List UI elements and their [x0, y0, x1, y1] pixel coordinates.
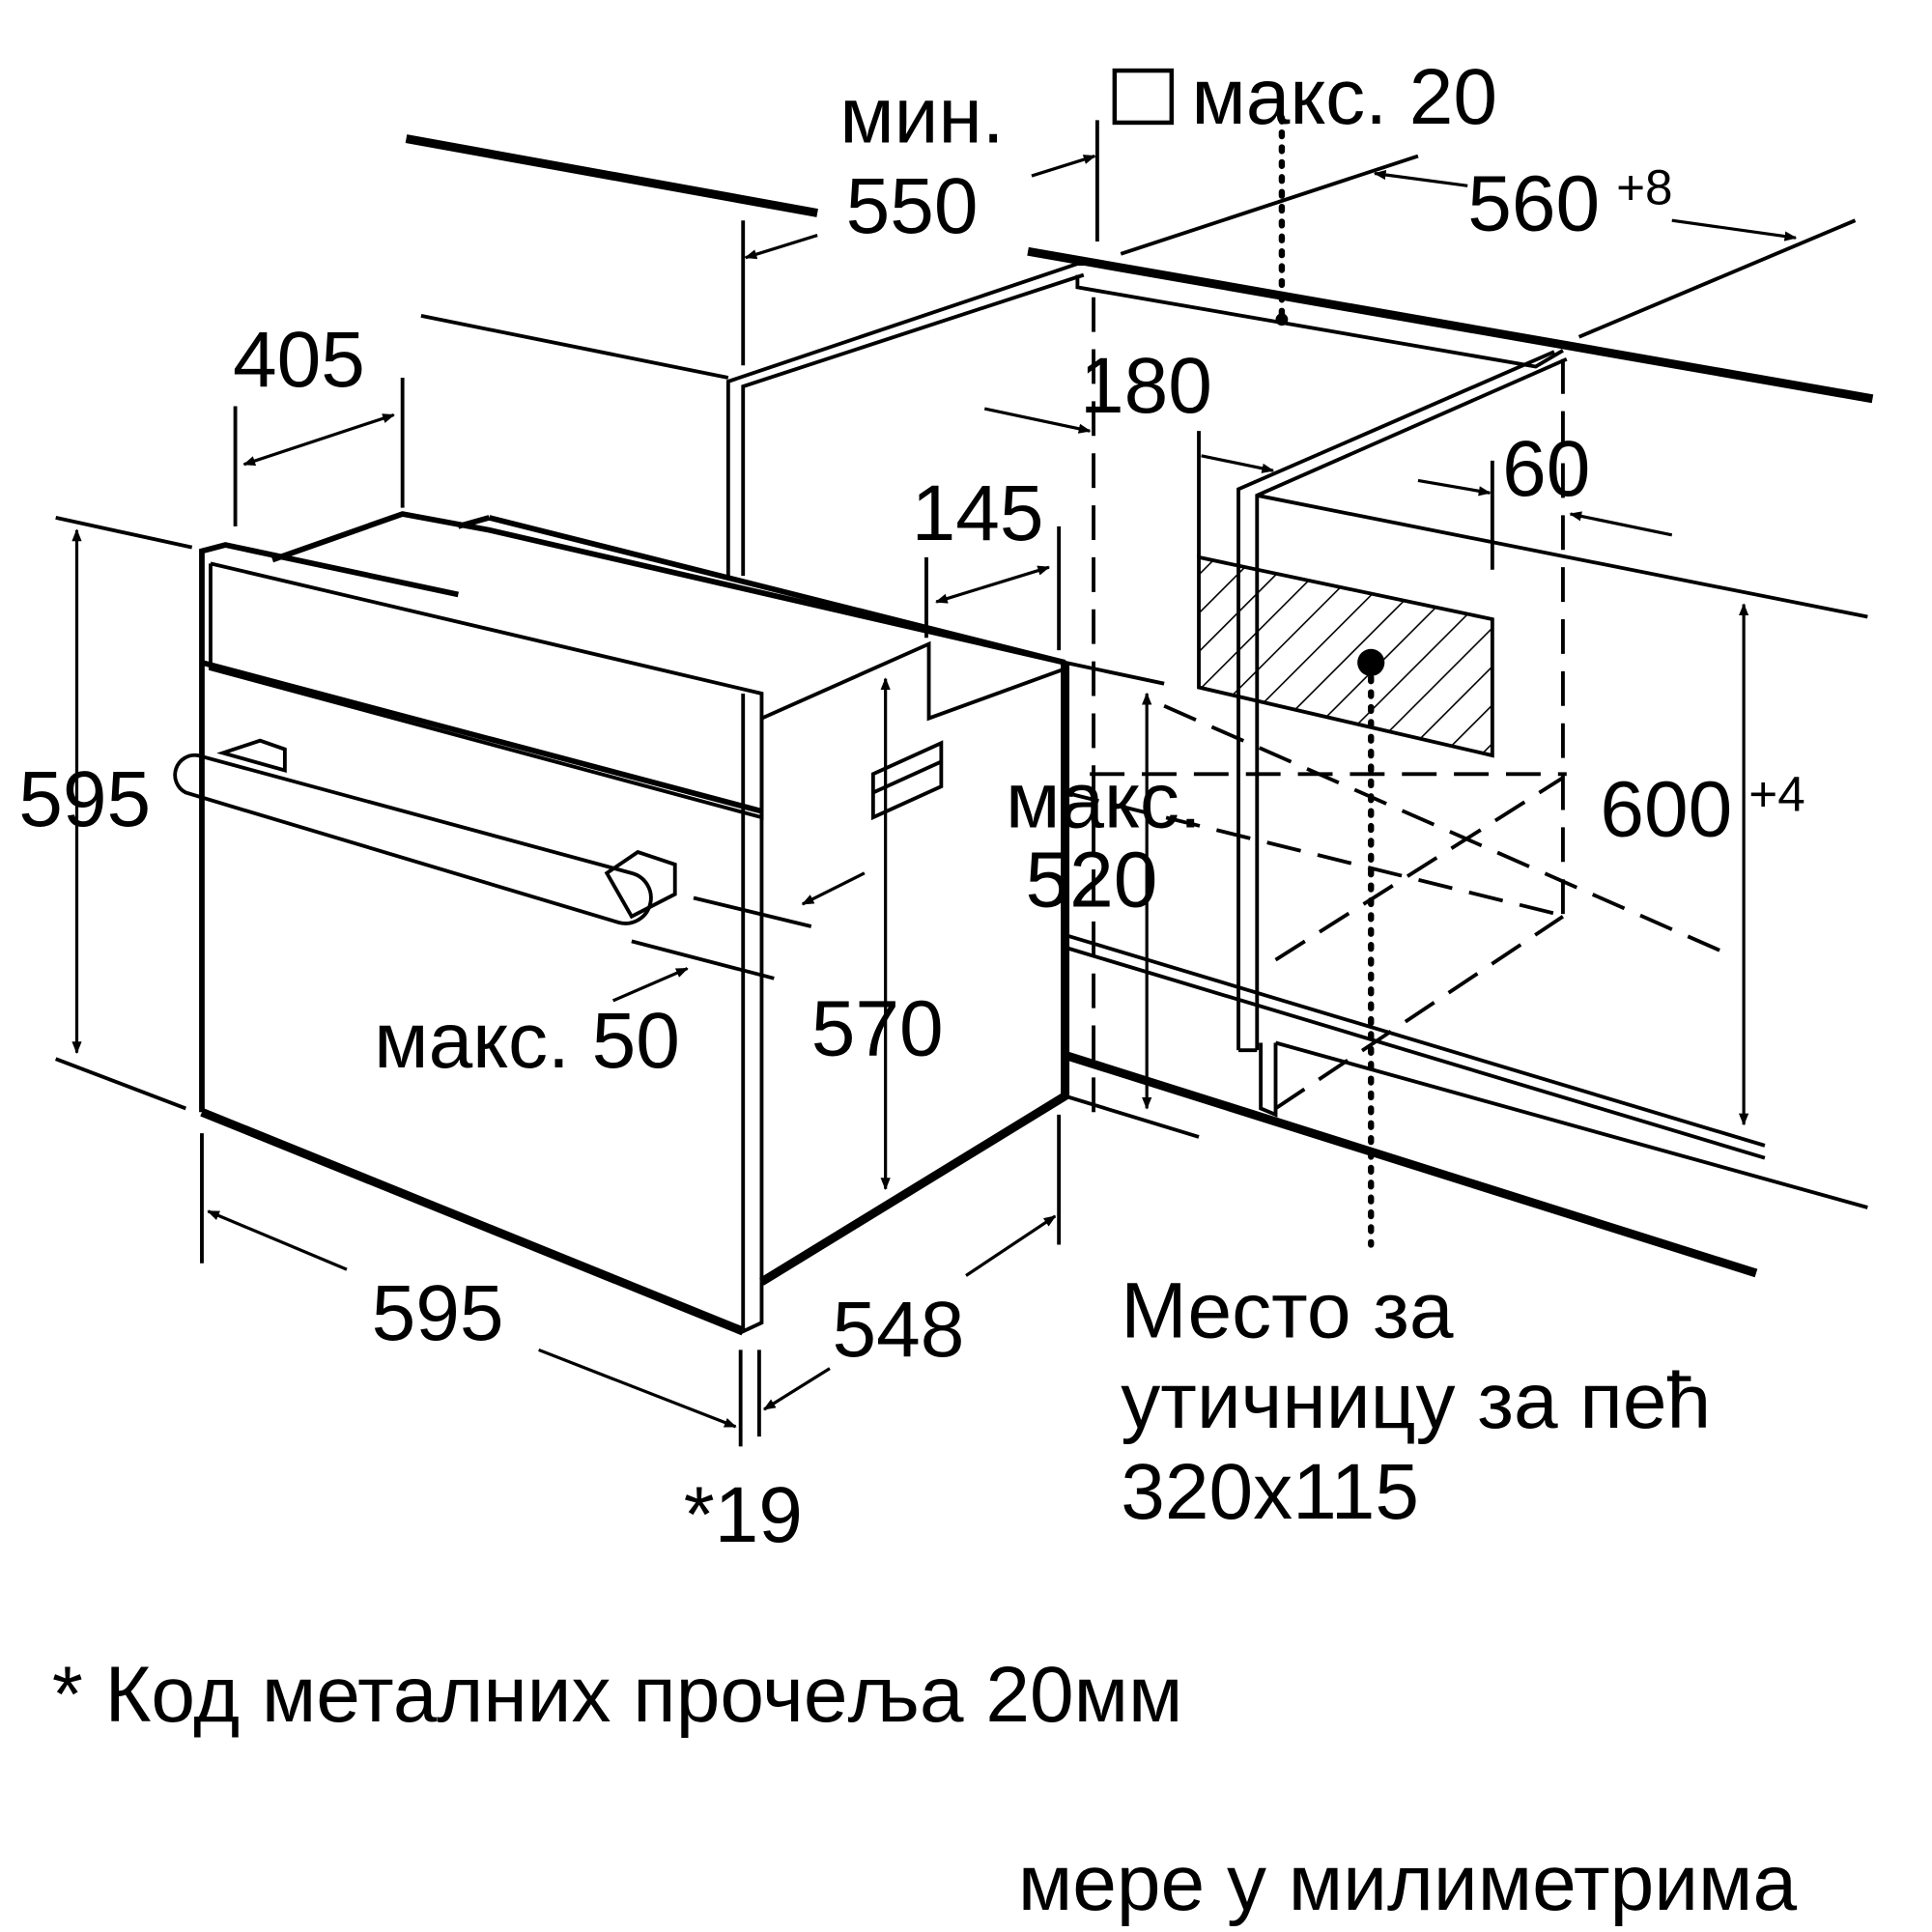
label-520: 520: [1026, 836, 1158, 923]
label-max20: макс. 20: [1191, 53, 1497, 141]
label-600-tolerance: +4: [1748, 767, 1804, 822]
label-560: 560: [1467, 159, 1600, 247]
label-60: 60: [1502, 425, 1590, 513]
label-600: 600: [1600, 765, 1732, 853]
socket-label-line2: утичницу за пећ: [1121, 1357, 1711, 1445]
label-145: 145: [912, 469, 1044, 557]
oven-handle: [173, 738, 677, 925]
label-star19: *19: [684, 1471, 803, 1559]
socket-area: [1197, 114, 1494, 1248]
footnote: * Код металних прочеља 20мм: [52, 1651, 1183, 1739]
label-height-595: 595: [18, 755, 151, 843]
cabinet-outline: [405, 134, 1874, 1278]
label-max: макс.: [1006, 756, 1202, 844]
square-icon: [1112, 68, 1175, 126]
oven-outline: [199, 511, 1070, 1336]
label-548: 548: [833, 1286, 965, 1374]
label-width-595: 595: [372, 1269, 504, 1357]
units-note: мере у милиметрима: [1018, 1839, 1798, 1927]
socket-label-line1: Место за: [1121, 1267, 1454, 1355]
label-405: 405: [233, 316, 365, 404]
dimension-lines: [55, 120, 1798, 1447]
socket-label-line3: 320x115: [1121, 1448, 1419, 1536]
label-180: 180: [1080, 342, 1212, 430]
label-550: 550: [846, 162, 979, 250]
label-570: 570: [811, 984, 944, 1072]
label-max50: макс. 50: [374, 997, 680, 1085]
label-min: мин.: [839, 71, 1004, 159]
label-560-tolerance: +8: [1616, 160, 1672, 215]
